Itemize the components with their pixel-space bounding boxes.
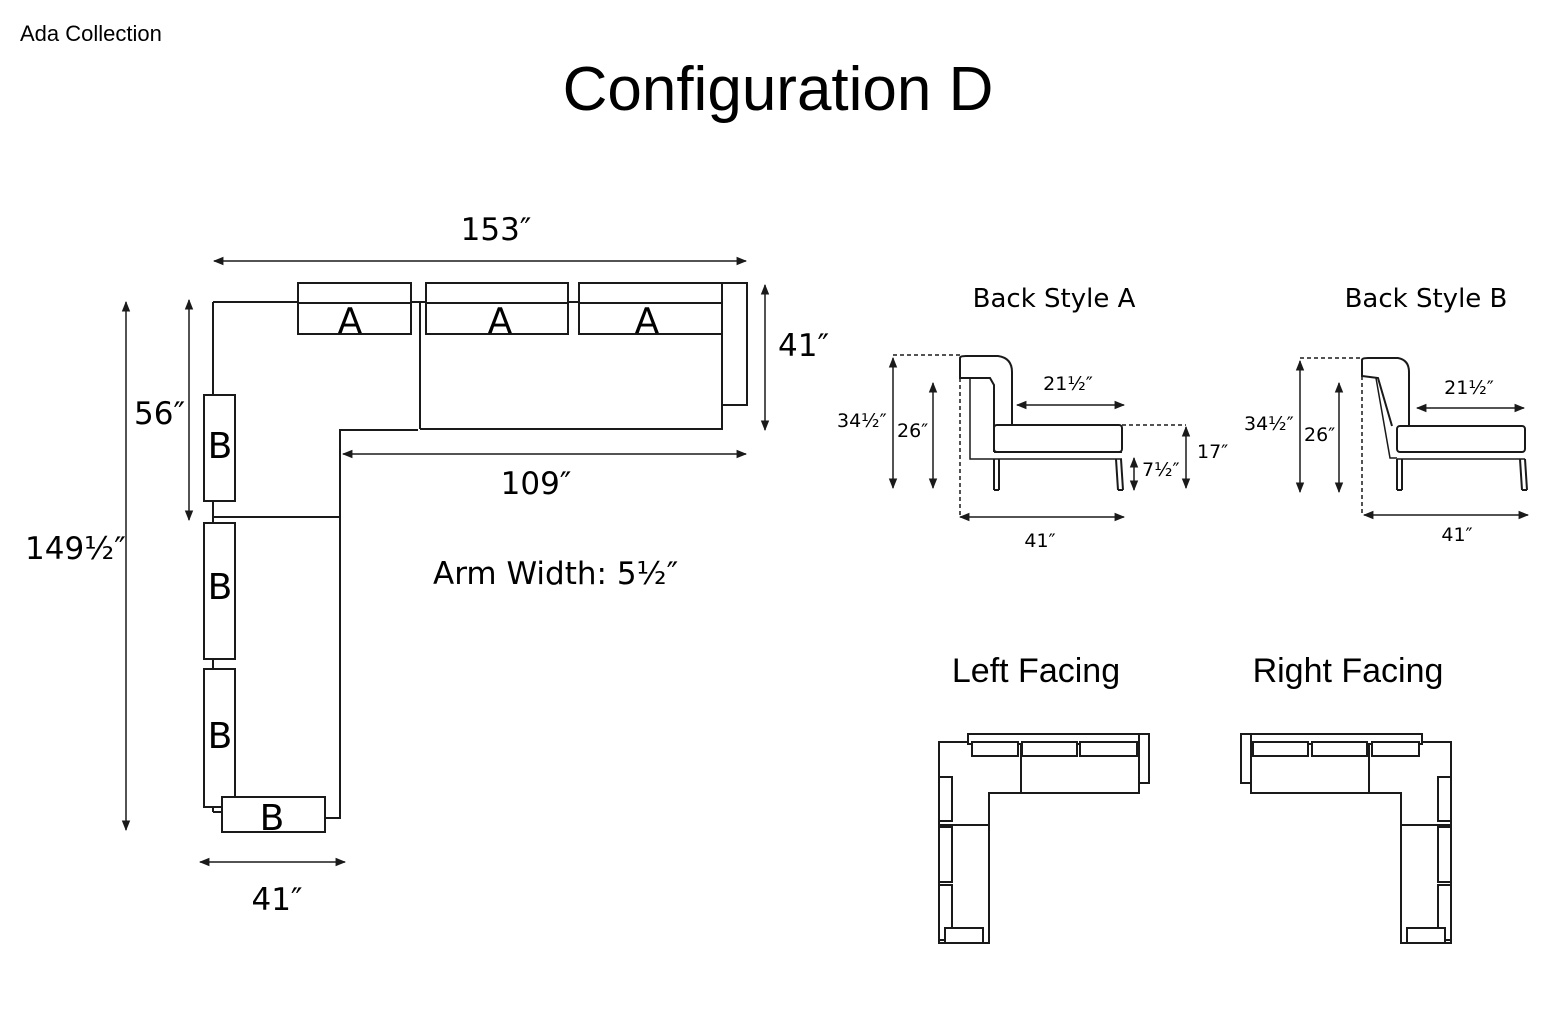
right-facing-thumbnail: Right Facing [1240, 652, 1452, 944]
cushion-label-a-1: A [338, 301, 363, 342]
a-depth: 41″ [1024, 530, 1055, 552]
a-back-height: 26″ [897, 420, 928, 442]
dim-inner-width: 109″ [501, 466, 572, 502]
back-cushion-b-2 [203, 522, 236, 660]
back-cushion-b-4 [221, 796, 326, 833]
dim-chaise: 56″ [134, 396, 185, 432]
cushion-label-b-2: B [208, 567, 233, 608]
back-style-b-title: Back Style B [1345, 284, 1508, 314]
b-seat-depth: 21½″ [1444, 377, 1494, 399]
b-depth: 41″ [1441, 524, 1472, 546]
cushion-label-b-1: B [208, 426, 233, 467]
back-cushion-a-1 [297, 282, 412, 335]
b-back-height: 26″ [1304, 424, 1335, 446]
left-facing-thumbnail: Left Facing [938, 652, 1150, 944]
dim-total-length: 149½″ [25, 531, 126, 567]
page-title: Configuration D [563, 55, 994, 124]
collection-name: Ada Collection [20, 21, 162, 46]
back-style-a-profile: Back Style A 34½″ 26″ 21½″ 17″ 7½″ 41″ [837, 284, 1228, 552]
back-cushion-b-3 [203, 668, 236, 808]
back-cushion-b-1 [203, 394, 236, 502]
left-facing-title: Left Facing [952, 652, 1120, 690]
back-style-b-profile: Back Style B 34½″ 26″ 21½″ 41″ [1244, 284, 1530, 546]
a-total-height: 34½″ [837, 410, 887, 432]
dim-bottom-width: 41″ [251, 882, 302, 918]
a-leg-height: 7½″ [1142, 459, 1180, 481]
arm-width-label: Arm Width: 5½″ [433, 556, 678, 592]
back-cushion-a-2 [425, 282, 569, 335]
right-arm [721, 282, 748, 406]
back-style-a-title: Back Style A [973, 284, 1136, 314]
b-total-height: 34½″ [1244, 413, 1294, 435]
cushion-label-b-3: B [208, 716, 233, 757]
a-seat-height: 17″ [1197, 441, 1228, 463]
back-cushion-a-3 [578, 282, 723, 335]
cushion-label-a-3: A [635, 301, 660, 342]
right-facing-title: Right Facing [1253, 652, 1444, 690]
sectional-plan: A A A B B B B 153″ 41″ 109″ 56″ 149½″ 41… [25, 212, 829, 918]
cushion-label-a-2: A [488, 301, 513, 342]
dim-total-width: 153″ [461, 212, 532, 248]
dim-depth: 41″ [778, 328, 829, 364]
a-seat-depth: 21½″ [1043, 373, 1093, 395]
cushion-label-b-4: B [260, 798, 285, 839]
